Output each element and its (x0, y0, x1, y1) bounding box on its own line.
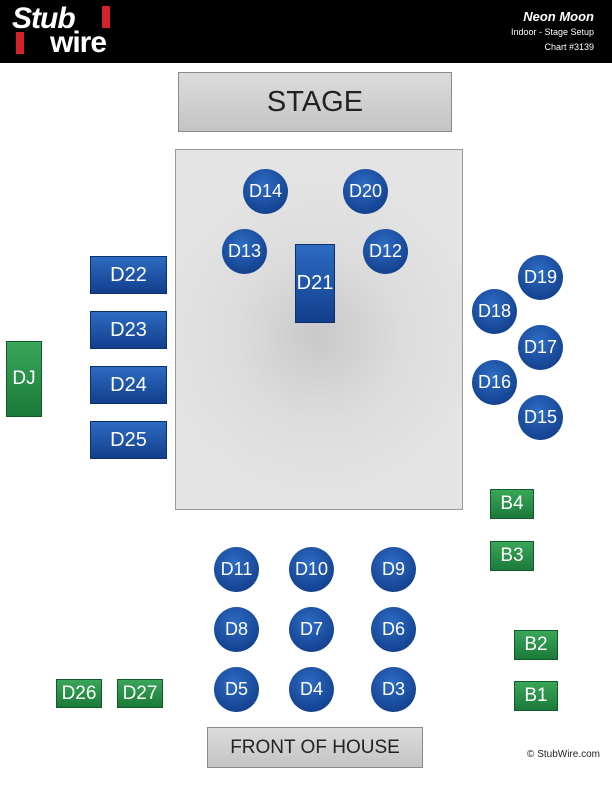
section-d26[interactable]: D26 (56, 679, 102, 708)
header-bar: Stub wire Neon Moon Indoor - Stage Setup… (0, 0, 612, 63)
event-title: Neon Moon (523, 9, 594, 24)
section-d22[interactable]: D22 (90, 256, 167, 294)
section-d21[interactable]: D21 (295, 244, 335, 323)
section-d18[interactable]: D18 (472, 289, 517, 334)
logo-swoosh-icon (16, 6, 110, 54)
section-d12[interactable]: D12 (363, 229, 408, 274)
section-b2[interactable]: B2 (514, 630, 558, 660)
event-subtitle: Indoor - Stage Setup (510, 27, 594, 37)
logo-text-bottom: wire (50, 26, 107, 59)
section-d27[interactable]: D27 (117, 679, 163, 708)
section-d14[interactable]: D14 (243, 169, 288, 214)
section-d15[interactable]: D15 (518, 395, 563, 440)
section-d19[interactable]: D19 (518, 255, 563, 300)
section-b4[interactable]: B4 (490, 489, 534, 519)
section-d13[interactable]: D13 (222, 229, 267, 274)
stubwire-logo[interactable]: Stub wire (10, 2, 120, 60)
section-d24[interactable]: D24 (90, 366, 167, 404)
section-d5[interactable]: D5 (214, 667, 259, 712)
section-d16[interactable]: D16 (472, 360, 517, 405)
section-b1[interactable]: B1 (514, 681, 558, 711)
section-d11[interactable]: D11 (214, 547, 259, 592)
section-d25[interactable]: D25 (90, 421, 167, 459)
stage: STAGE (178, 72, 452, 132)
section-d4[interactable]: D4 (289, 667, 334, 712)
dance-floor (175, 149, 463, 510)
section-d7[interactable]: D7 (289, 607, 334, 652)
section-d23[interactable]: D23 (90, 311, 167, 349)
section-d8[interactable]: D8 (214, 607, 259, 652)
section-d6[interactable]: D6 (371, 607, 416, 652)
copyright-text: © StubWire.com (527, 749, 600, 760)
section-d20[interactable]: D20 (343, 169, 388, 214)
logo-text-top: Stub (12, 2, 76, 35)
section-d9[interactable]: D9 (371, 547, 416, 592)
section-d3[interactable]: D3 (371, 667, 416, 712)
section-dj[interactable]: DJ (6, 341, 42, 417)
section-d10[interactable]: D10 (289, 547, 334, 592)
front-of-house: FRONT OF HOUSE (207, 727, 423, 768)
section-d17[interactable]: D17 (518, 325, 563, 370)
section-b3[interactable]: B3 (490, 541, 534, 571)
chart-number: Chart #3139 (544, 42, 594, 52)
